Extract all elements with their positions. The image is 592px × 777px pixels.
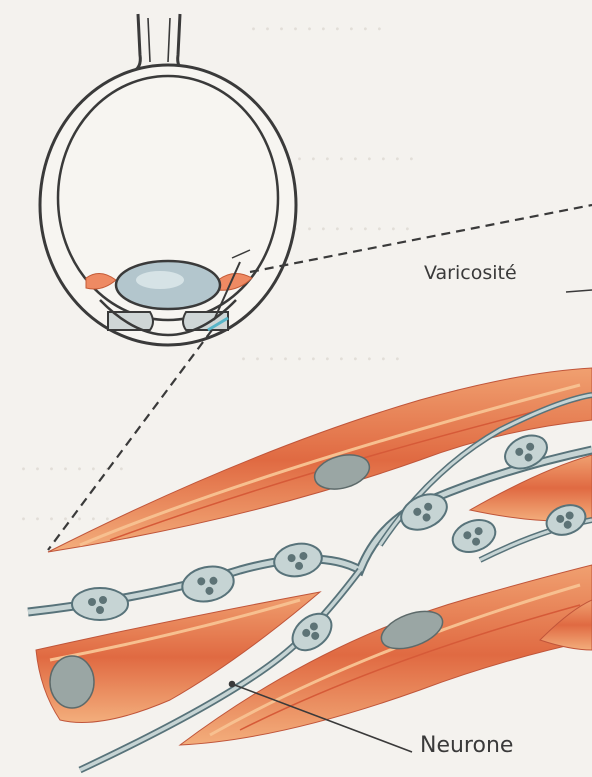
eye-diagram	[40, 14, 296, 345]
svg-text:. . . . . . . .: . . . . . . . .	[20, 451, 125, 476]
varicosity	[179, 562, 237, 606]
svg-text:. . . . . . . . . . . .: . . . . . . . . . . . .	[240, 341, 401, 366]
varicosity	[72, 588, 128, 620]
label-varicosite: Varicosité	[424, 262, 517, 284]
svg-text:. . . . . . .: . . . . . . .	[20, 501, 111, 526]
label-neurone: Neurone	[420, 733, 513, 758]
leader-line-varicosite	[566, 290, 592, 292]
varicosity	[272, 540, 325, 580]
optic-nerve	[132, 14, 186, 72]
nucleus	[50, 656, 94, 708]
svg-text:. . . . . . . . . .: . . . . . . . . . .	[250, 11, 383, 36]
